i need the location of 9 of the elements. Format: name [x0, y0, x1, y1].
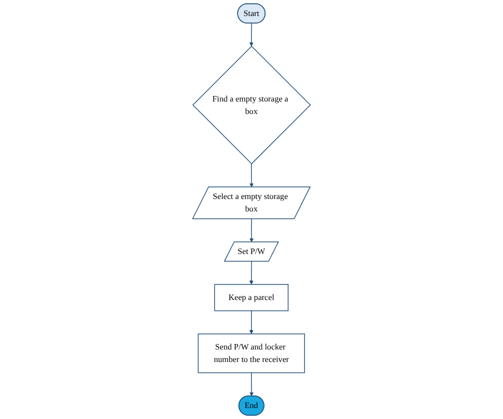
arrow [250, 372, 254, 396]
arrow [250, 218, 254, 242]
node-diamond: Find a empty storage a box [192, 46, 311, 164]
arrow [249, 22, 254, 46]
arrow [249, 261, 254, 285]
arrow [249, 310, 254, 334]
node-box: Keep a parcel [214, 284, 288, 312]
node-box: Send P/W and locker number to the receiver [198, 334, 305, 374]
arrow [250, 163, 254, 188]
